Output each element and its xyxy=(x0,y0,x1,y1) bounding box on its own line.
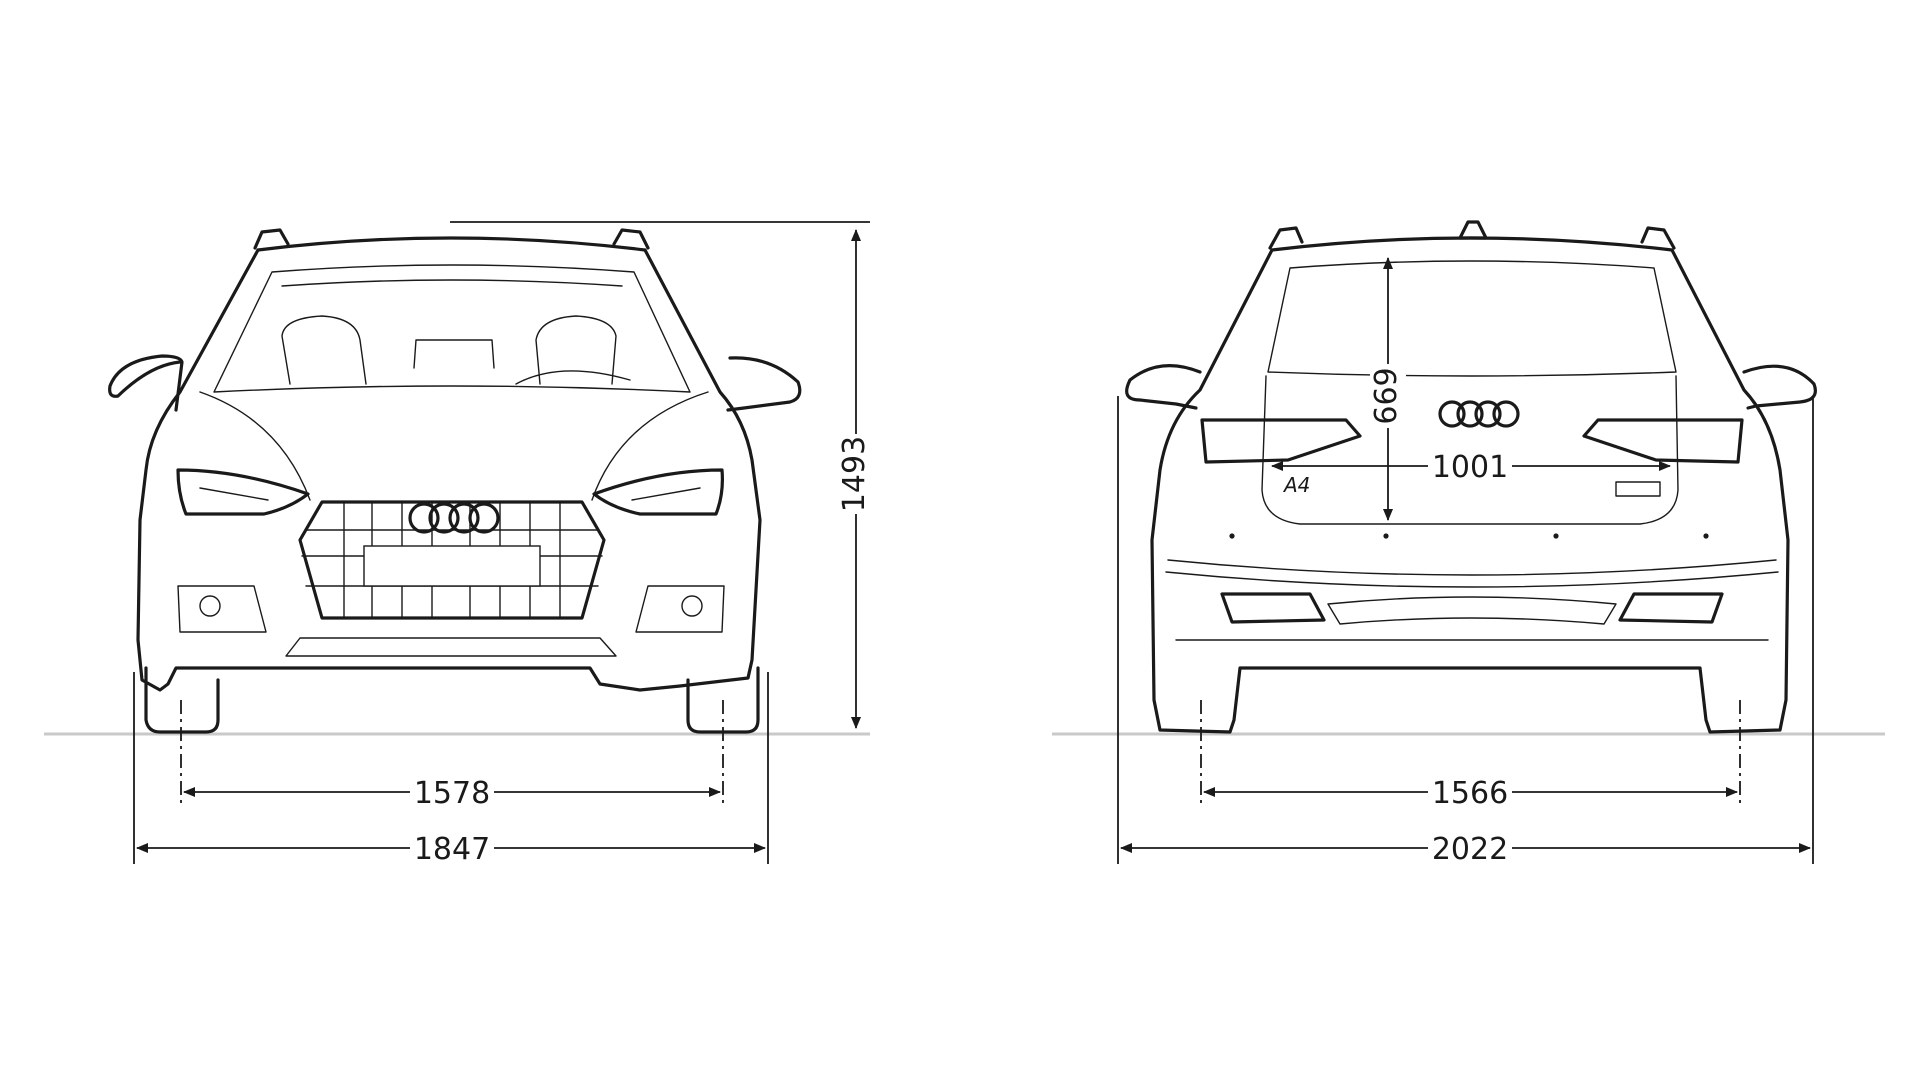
height-label: 1493 xyxy=(837,436,872,512)
tail-light-left xyxy=(1200,418,1362,464)
rear-audi-rings-logo xyxy=(1438,400,1520,428)
seat-left xyxy=(281,315,367,385)
headlight-right xyxy=(592,468,724,516)
fog-lamp-left xyxy=(199,595,221,617)
rear-bumper-line xyxy=(1167,559,1777,576)
lower-intake xyxy=(285,637,617,657)
parking-sensors xyxy=(1229,533,1709,539)
load-height-label-bg xyxy=(1370,364,1406,428)
rear-track-label: 1566 xyxy=(1432,776,1508,811)
body-outline xyxy=(136,248,762,692)
tail-light-right xyxy=(1582,418,1744,464)
rear-roof-rail-left xyxy=(1268,226,1304,250)
rear-window xyxy=(1267,260,1677,377)
wheel-left xyxy=(144,666,220,734)
roof-rail-right xyxy=(612,228,650,250)
hood-crease-left xyxy=(199,391,311,501)
exhaust-right xyxy=(1618,592,1724,624)
front-track-label: 1578 xyxy=(414,776,490,811)
seat-right xyxy=(535,315,617,385)
audi-rings-logo xyxy=(408,502,500,534)
windshield xyxy=(213,264,691,393)
roof-line xyxy=(256,236,647,252)
rear-roof-rail-right xyxy=(1640,226,1676,250)
car-front-view xyxy=(108,228,802,734)
hood-crease-right xyxy=(591,391,709,501)
exhaust-left xyxy=(1220,592,1326,624)
windshield-inner xyxy=(281,279,623,287)
rear-track-label-bg xyxy=(1428,774,1512,810)
front-track-label-bg xyxy=(410,774,494,810)
tailgate xyxy=(1261,375,1679,525)
rear-roof-line xyxy=(1270,236,1674,252)
front-width-label: 1847 xyxy=(414,832,490,867)
mirror-right xyxy=(726,356,802,412)
headlight-drl-left xyxy=(199,487,269,501)
license-plate xyxy=(363,545,541,587)
center-console xyxy=(413,339,495,369)
headlight-drl-right xyxy=(631,487,701,501)
rear-bumper-line-2 xyxy=(1165,571,1779,588)
rear-mirror-left xyxy=(1125,364,1202,410)
rear-width-label-bg xyxy=(1428,830,1512,866)
front-width-label-bg xyxy=(410,830,494,866)
load-height-label: 669 xyxy=(1369,367,1404,424)
mirror-left xyxy=(108,354,184,412)
height-label-bg xyxy=(838,434,874,514)
load-width-label-bg xyxy=(1428,448,1512,484)
trim-badge xyxy=(1615,481,1661,497)
fog-lamp-right xyxy=(681,595,703,617)
load-width-label: 1001 xyxy=(1432,450,1508,485)
headlight-left xyxy=(176,468,310,516)
model-badge: A4 xyxy=(1282,473,1310,497)
rear-body-outline xyxy=(1150,248,1790,734)
roof-antenna xyxy=(1458,220,1488,240)
rear-width-label: 2022 xyxy=(1432,832,1508,867)
rear-mirror-right xyxy=(1742,364,1817,410)
fog-bezel-left xyxy=(177,585,267,633)
diffuser xyxy=(1327,596,1617,625)
fog-bezel-right xyxy=(635,585,725,633)
roof-rail-left xyxy=(253,228,290,250)
steering-wheel xyxy=(515,370,631,385)
grille xyxy=(298,500,606,620)
